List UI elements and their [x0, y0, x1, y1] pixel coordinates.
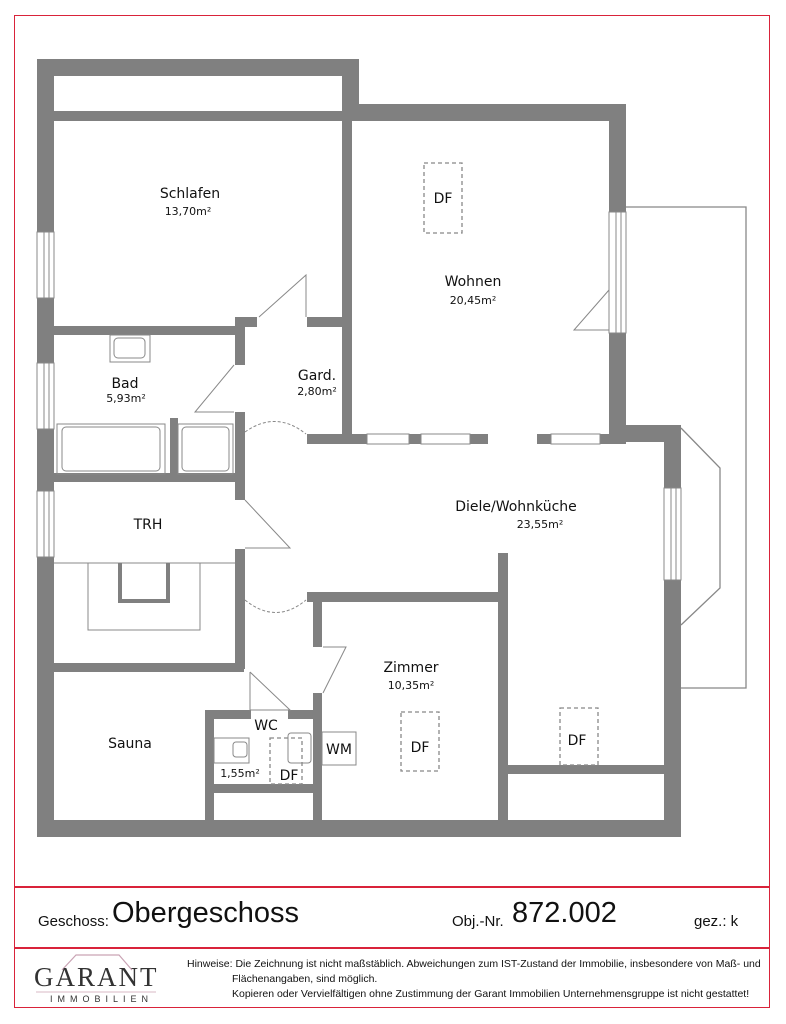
room-area-wc: 1,55m² — [220, 767, 260, 780]
skylight-label-wc: DF — [280, 768, 299, 784]
stair-core — [118, 563, 170, 603]
doors — [193, 273, 610, 711]
bath-fixtures — [54, 334, 357, 766]
title-divider — [14, 886, 770, 888]
notes-line2: Flächenangaben, sind möglich. — [232, 973, 378, 985]
drawn-by: gez.: k — [694, 913, 739, 930]
room-label-zimmer: Zimmer — [383, 660, 438, 676]
floor-plan: Schlafen 13,70m² Wohnen 20,45m² Bad 5,93… — [36, 59, 747, 837]
object-number-label: Obj.-Nr. — [452, 913, 504, 930]
room-label-trh: TRH — [133, 517, 163, 533]
object-number-value: 872.002 — [512, 897, 617, 929]
windows — [36, 211, 682, 581]
drawing-frame — [14, 15, 770, 1008]
logo-roof-icon — [36, 954, 156, 993]
notes-line3: Kopieren oder Vervielfältigen ohne Zusti… — [232, 988, 750, 1000]
washing-machine-label: WM — [326, 742, 352, 758]
notes-label: Hinweise: — [187, 958, 233, 970]
notes-line1: Die Zeichnung ist nicht maßstäblich. Abw… — [235, 958, 761, 970]
room-label-bad: Bad — [111, 376, 138, 392]
floor-label: Geschoss: — [38, 913, 109, 930]
room-area-bad: 5,93m² — [106, 392, 146, 405]
balcony-outline — [626, 206, 747, 689]
room-area-wohnen: 20,45m² — [450, 294, 497, 307]
logo-wordmark: GARANT — [34, 962, 159, 992]
logo-subtitle: IMMOBILIEN — [50, 994, 154, 1004]
skylight-label-wohnen: DF — [434, 191, 453, 207]
skylight-label-kueche: DF — [568, 733, 587, 749]
room-label-wc: WC — [254, 718, 278, 734]
room-label-gard: Gard. — [298, 368, 336, 384]
room-label-sauna: Sauna — [108, 736, 152, 752]
room-area-diele-wohnkueche: 23,55m² — [517, 518, 564, 531]
room-label-diele-wohnkueche: Diele/Wohnküche — [455, 499, 577, 515]
room-area-schlafen: 13,70m² — [165, 205, 212, 218]
skylights — [269, 162, 599, 785]
walls — [37, 59, 681, 837]
footer-divider — [14, 947, 770, 949]
room-area-gard: 2,80m² — [297, 385, 337, 398]
garant-logo: GARANT IMMOBILIEN — [24, 952, 164, 1008]
room-label-wohnen: Wohnen — [445, 274, 502, 290]
floor-value: Obergeschoss — [112, 897, 299, 929]
skylight-label-zimmer: DF — [411, 740, 430, 756]
room-label-schlafen: Schlafen — [160, 186, 220, 202]
room-area-zimmer: 10,35m² — [388, 679, 435, 692]
disclaimer-notes: Hinweise: Die Zeichnung ist nicht maßstä… — [187, 957, 772, 1002]
